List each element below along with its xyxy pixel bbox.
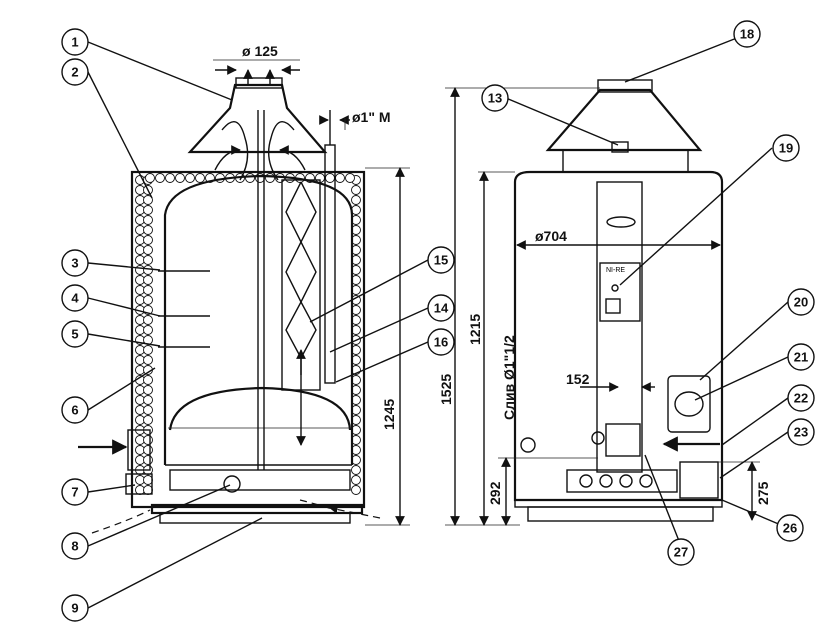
callout-26: 26: [776, 514, 804, 542]
heater-body: [513, 170, 724, 502]
svg-text:22: 22: [794, 391, 808, 406]
svg-text:21: 21: [794, 350, 808, 365]
svg-text:1: 1: [71, 35, 78, 50]
leader-lines: [87, 33, 789, 609]
thermostat-panel: [599, 262, 641, 322]
callout-9: 9: [61, 594, 89, 622]
svg-text:26: 26: [783, 521, 797, 536]
burner: [169, 469, 351, 491]
svg-text:18: 18: [740, 27, 754, 42]
callout-16: 16: [427, 328, 455, 356]
callout-2: 2: [61, 58, 89, 86]
svg-text:20: 20: [794, 295, 808, 310]
tank-bottom-dome: [168, 386, 352, 431]
callout-19: 19: [772, 134, 800, 162]
dim-flue-diameter: ø 125: [242, 43, 278, 59]
callout-4: 4: [61, 284, 89, 312]
svg-text:9: 9: [71, 601, 78, 616]
svg-text:6: 6: [71, 403, 78, 418]
burner-right: [566, 469, 678, 493]
svg-text:5: 5: [71, 327, 78, 342]
callout-20: 20: [787, 288, 815, 316]
tank-shell: [163, 174, 354, 465]
callout-3: 3: [61, 249, 89, 277]
insulation: [135, 173, 361, 495]
callout-15: 15: [427, 246, 455, 274]
callout-6: 6: [61, 396, 89, 424]
svg-text:14: 14: [434, 301, 449, 316]
callout-5: 5: [61, 320, 89, 348]
dim-drain-height: 292: [487, 481, 503, 505]
inspection-window: [667, 375, 711, 433]
callout-23: 23: [787, 418, 815, 446]
callout-18: 18: [733, 20, 761, 48]
section-view: [78, 59, 410, 534]
callout-1: 1: [61, 28, 89, 56]
callout-22: 22: [787, 384, 815, 412]
callout-7: 7: [61, 478, 89, 506]
outer-jacket: [130, 170, 366, 509]
dim-tank-height: 1245: [381, 399, 397, 430]
dim-body-diameter: ø704: [535, 228, 567, 244]
dim-gas-height: 275: [755, 481, 771, 505]
dim-body-height: 1215: [467, 314, 483, 345]
air-flow-left: [91, 509, 151, 534]
dim-total-height: 1525: [438, 374, 454, 405]
panel-label: NI-RE: [606, 267, 625, 274]
svg-text:3: 3: [71, 256, 78, 271]
svg-text:19: 19: [779, 141, 793, 156]
callout-13: 13: [481, 84, 509, 112]
control-column: [596, 181, 643, 473]
svg-text:4: 4: [71, 291, 79, 306]
top-hood: [545, 88, 703, 152]
drain-valve: [520, 437, 536, 453]
svg-text:23: 23: [794, 425, 808, 440]
svg-text:8: 8: [71, 539, 78, 554]
callout-8: 8: [61, 532, 89, 560]
baffle-zigzag: [285, 181, 317, 244]
drain-label: Слив: [501, 383, 517, 420]
svg-text:13: 13: [488, 91, 502, 106]
dim-width-offset: 152: [566, 371, 590, 387]
gas-valve: [605, 423, 641, 457]
drain-size: Ø1"1/2: [501, 335, 517, 380]
callout-21: 21: [787, 343, 815, 371]
callout-14: 14: [427, 294, 455, 322]
callout-27: 27: [667, 538, 695, 566]
svg-text:7: 7: [71, 485, 78, 500]
exterior-view: [445, 79, 760, 526]
svg-text:27: 27: [674, 545, 688, 560]
dim-pipe-thread: ø1" M: [352, 109, 391, 125]
svg-text:2: 2: [71, 65, 78, 80]
gas-valve-left: [223, 475, 241, 493]
svg-text:15: 15: [434, 253, 448, 268]
svg-text:16: 16: [434, 335, 448, 350]
